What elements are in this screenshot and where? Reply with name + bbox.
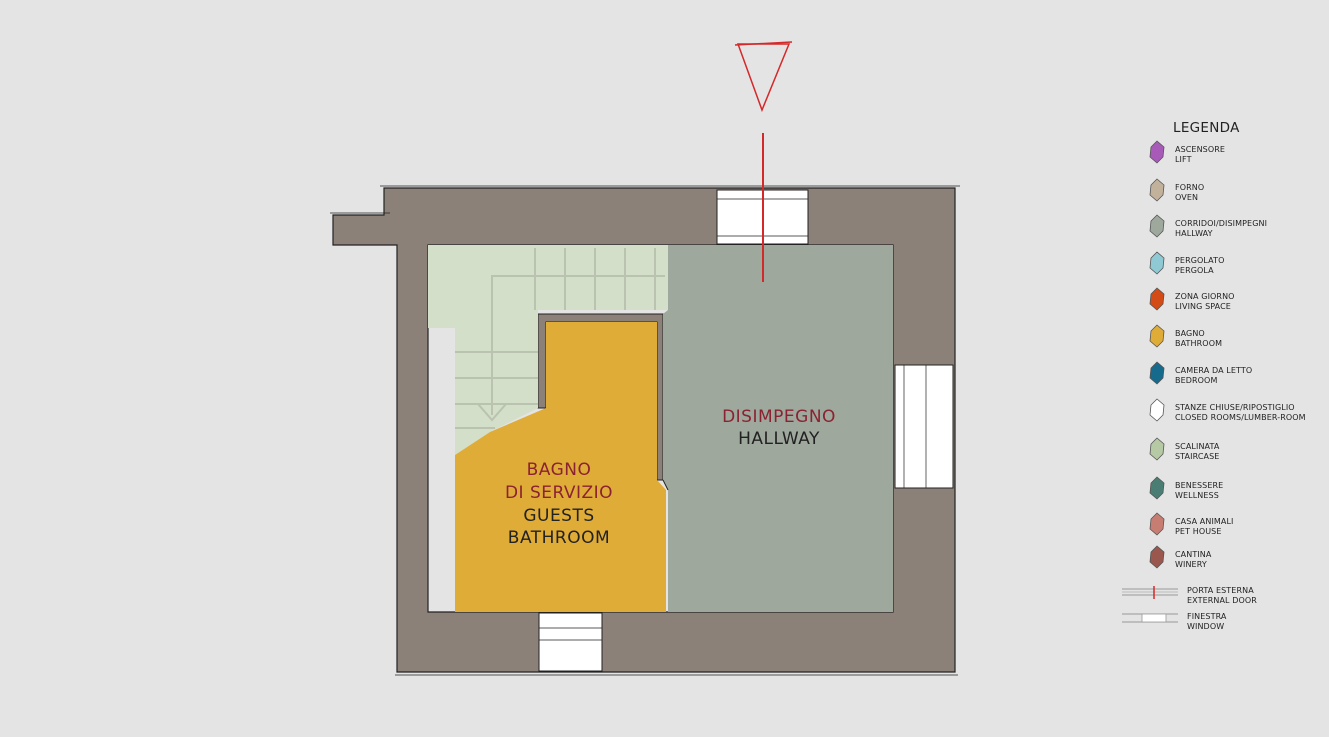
external-door-it: PORTA ESTERNA	[1187, 586, 1254, 595]
window-it: FINESTRA	[1187, 612, 1227, 621]
legend-label-it: FORNO	[1175, 183, 1205, 192]
legend-label-en: CLOSED ROOMS/LUMBER-ROOM	[1175, 412, 1306, 422]
legend-swatch-bathroom	[1149, 324, 1165, 348]
legend-label-it: CAMERA DA LETTO	[1175, 366, 1253, 375]
legend-swatch-closed-rooms-lumber-room	[1149, 398, 1165, 422]
legend-label-it: CANTINA	[1175, 550, 1212, 559]
legend-label-it: BAGNO	[1175, 329, 1205, 338]
legend-label-en: BEDROOM	[1175, 375, 1218, 385]
legend-swatch-staircase	[1149, 437, 1165, 461]
staircase-area	[428, 245, 668, 455]
legend-label-en: WINERY	[1175, 559, 1207, 569]
hallway-label: DISIMPEGNO HALLWAY	[722, 407, 836, 449]
bathroom-label: BAGNO DI SERVIZIO GUESTS BATHROOM	[505, 460, 613, 548]
staircase	[428, 245, 668, 455]
legend-window: FINESTRA WINDOW	[1120, 610, 1325, 634]
legend-label-it: CORRIDOI/DISIMPEGNI	[1175, 219, 1268, 228]
legend-label-it: PERGOLATO	[1175, 256, 1225, 265]
legend-swatch-pet-house	[1149, 512, 1165, 536]
legend-label-en: LIFT	[1175, 154, 1192, 164]
legend-label-en: WELLNESS	[1175, 490, 1219, 500]
legend-swatch-wellness	[1149, 476, 1165, 500]
legend-swatch-lift	[1149, 140, 1165, 164]
bathroom-name-it-1: BAGNO	[527, 460, 592, 480]
legend-label-en: OVEN	[1175, 192, 1199, 202]
bathroom-name-it-2: DI SERVIZIO	[505, 483, 613, 503]
window-bottom	[538, 612, 603, 672]
legend-swatch-winery	[1149, 545, 1165, 569]
external-door-en: EXTERNAL DOOR	[1187, 595, 1257, 605]
legend-label-it: ASCENSORE	[1175, 145, 1226, 154]
window-right	[894, 364, 954, 489]
guests-bathroom	[455, 322, 666, 612]
entrance-marker	[734, 41, 793, 282]
entrance-triangle	[736, 43, 791, 113]
window-text: FINESTRA WINDOW	[1187, 612, 1226, 631]
legend-label-en: PERGOLA	[1175, 265, 1214, 275]
legend-swatch-living-space	[1149, 287, 1165, 311]
hallway-name-en: HALLWAY	[738, 429, 820, 449]
legend-label-en: HALLWAY	[1175, 228, 1213, 238]
hallway	[663, 245, 893, 612]
legend-label-en: BATHROOM	[1175, 338, 1223, 348]
legend-label-it: CASA ANIMALI	[1175, 517, 1234, 526]
legend-title: LEGENDA	[1173, 120, 1240, 136]
legend-label-it: SCALINATA	[1175, 442, 1220, 451]
legend-label-it: ZONA GIORNO	[1175, 292, 1235, 301]
legend-swatch-bedroom	[1149, 361, 1165, 385]
legend-swatch-oven	[1149, 178, 1165, 202]
external-door-text: PORTA ESTERNA EXTERNAL DOOR	[1187, 586, 1257, 605]
bathroom-name-en-1: GUESTS	[523, 506, 594, 526]
external-door-symbol	[1122, 586, 1178, 599]
window-en: WINDOW	[1187, 621, 1225, 631]
legend-label-en: STAIRCASE	[1175, 451, 1220, 461]
legend-swatch-pergola	[1149, 251, 1165, 275]
hallway-name-it: DISIMPEGNO	[722, 407, 836, 427]
legend-external-door: PORTA ESTERNA EXTERNAL DOOR	[1120, 584, 1325, 608]
bathroom-name-en-2: BATHROOM	[508, 528, 610, 548]
legend-swatch-hallway	[1149, 214, 1165, 238]
legend-label-it: BENESSERE	[1175, 481, 1224, 490]
legend-label-en: PET HOUSE	[1175, 526, 1222, 536]
legend-label-en: LIVING SPACE	[1175, 301, 1231, 311]
window-symbol	[1122, 613, 1178, 623]
legend-label-it: STANZE CHIUSE/RIPOSTIGLIO	[1175, 403, 1295, 412]
